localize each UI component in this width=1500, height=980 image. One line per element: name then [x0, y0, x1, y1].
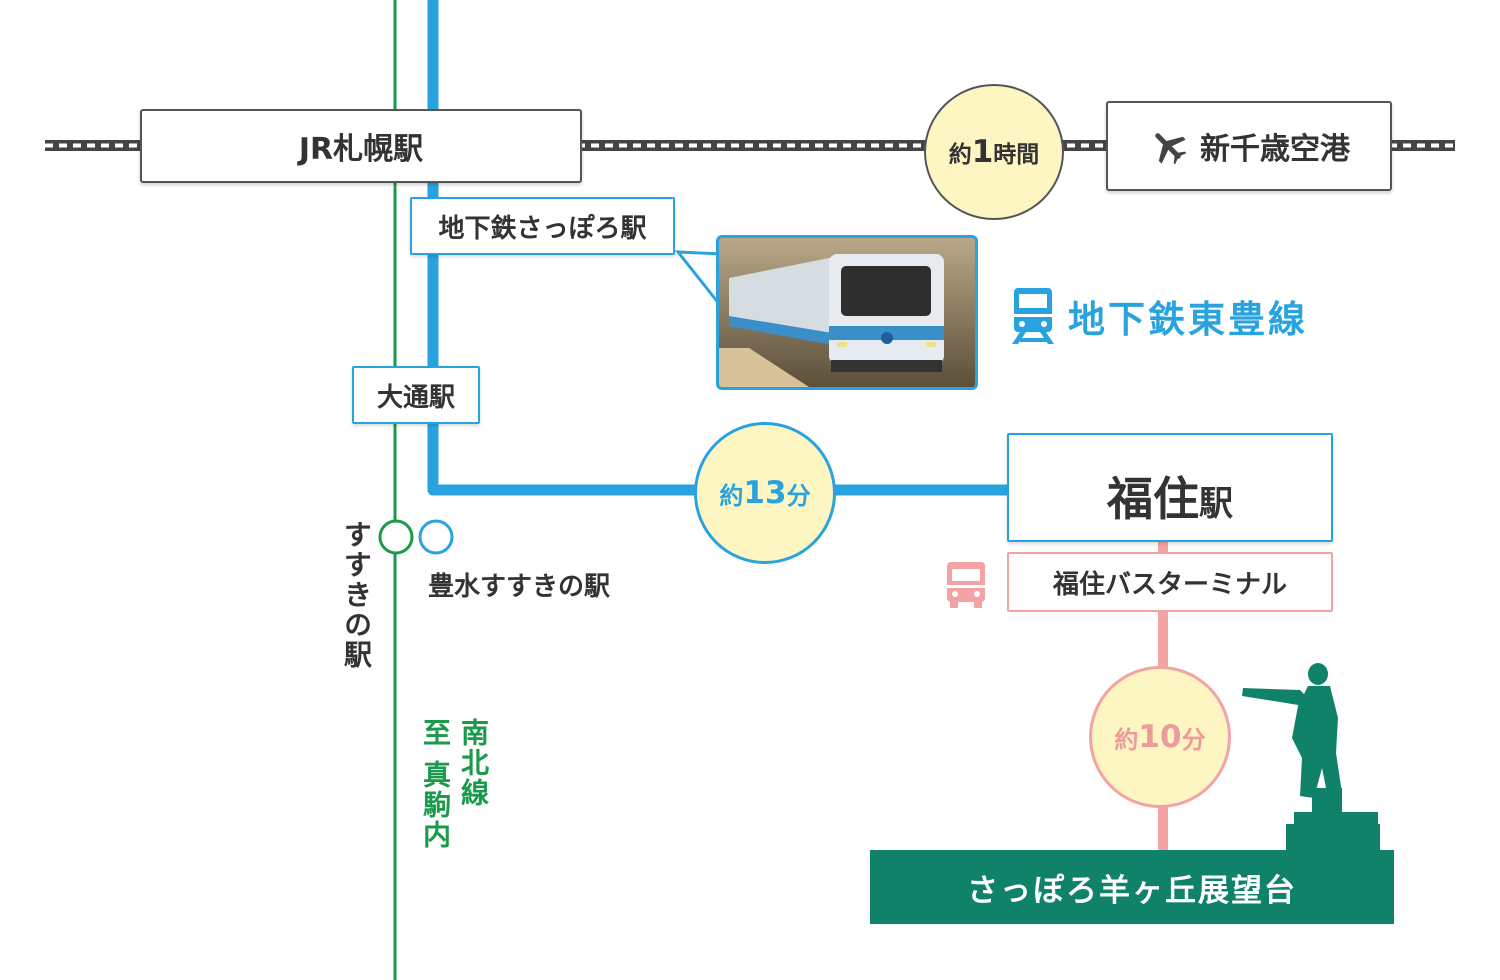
- subway-time-value: 13: [743, 475, 787, 511]
- jr-line: [45, 140, 1455, 151]
- airplane-icon: [1148, 126, 1188, 166]
- bus-time-value: 10: [1138, 719, 1182, 755]
- fukuzumi-suffix: 駅: [1199, 484, 1233, 524]
- destination-banner[interactable]: さっぽろ羊ヶ丘展望台: [870, 850, 1394, 924]
- shin-chitose-label: 新千歳空港: [1200, 132, 1350, 167]
- bus-time-unit: 分: [1181, 725, 1206, 754]
- subway-time-unit: 分: [786, 481, 811, 510]
- fukuzumi-label: 福住: [1107, 472, 1199, 526]
- fukuzumi-bus-label: 福住バスターミナル: [1052, 569, 1287, 600]
- jr-sapporo-station[interactable]: JR札幌駅: [140, 109, 582, 183]
- toho-line-name: 地下鉄東豊線: [1068, 298, 1308, 341]
- nanboku-line-name: 南北線: [456, 718, 490, 808]
- fukuzumi-station[interactable]: 福住駅: [1007, 433, 1333, 542]
- hosui-susukino-station[interactable]: 豊水すすきの駅: [428, 566, 610, 603]
- subway-sapporo-label: 地下鉄さっぽろ駅: [438, 213, 647, 244]
- toho-line-label: 地下鉄東豊線: [1012, 286, 1308, 346]
- hosui-susukino-marker: [418, 519, 454, 555]
- subway-train-icon: [1012, 286, 1054, 346]
- shin-chitose-airport[interactable]: 新千歳空港: [1106, 101, 1392, 191]
- airport-time-prefix: 約: [948, 142, 972, 168]
- odori-station[interactable]: 大通駅: [352, 366, 480, 424]
- nanboku-direction: 至 真駒内: [418, 718, 452, 850]
- susukino-station[interactable]: すすきの駅: [336, 520, 376, 670]
- subway-time-prefix: 約: [719, 481, 744, 510]
- jr-sapporo-label: JR札幌駅: [298, 132, 424, 167]
- susukino-marker: [378, 519, 414, 555]
- nanboku-direction-label: 至 真駒内: [419, 718, 452, 850]
- fukuzumi-bus-terminal[interactable]: 福住バスターミナル: [1007, 552, 1333, 612]
- nanboku-line-label: 南北線: [457, 718, 490, 808]
- susukino-label: すすきの駅: [340, 520, 373, 670]
- airport-time-value: 1: [971, 134, 994, 170]
- subway-sapporo-station[interactable]: 地下鉄さっぽろ駅: [410, 197, 675, 255]
- odori-label: 大通駅: [376, 382, 455, 413]
- destination-label: さっぽろ羊ヶ丘展望台: [967, 872, 1297, 909]
- clark-statue-icon: [1240, 658, 1380, 858]
- hosui-susukino-label: 豊水すすきの駅: [428, 572, 611, 602]
- airport-time-unit: 時間: [993, 142, 1040, 168]
- bus-time-prefix: 約: [1114, 725, 1139, 754]
- bus-icon: [945, 560, 987, 614]
- subway-photo: [716, 235, 978, 390]
